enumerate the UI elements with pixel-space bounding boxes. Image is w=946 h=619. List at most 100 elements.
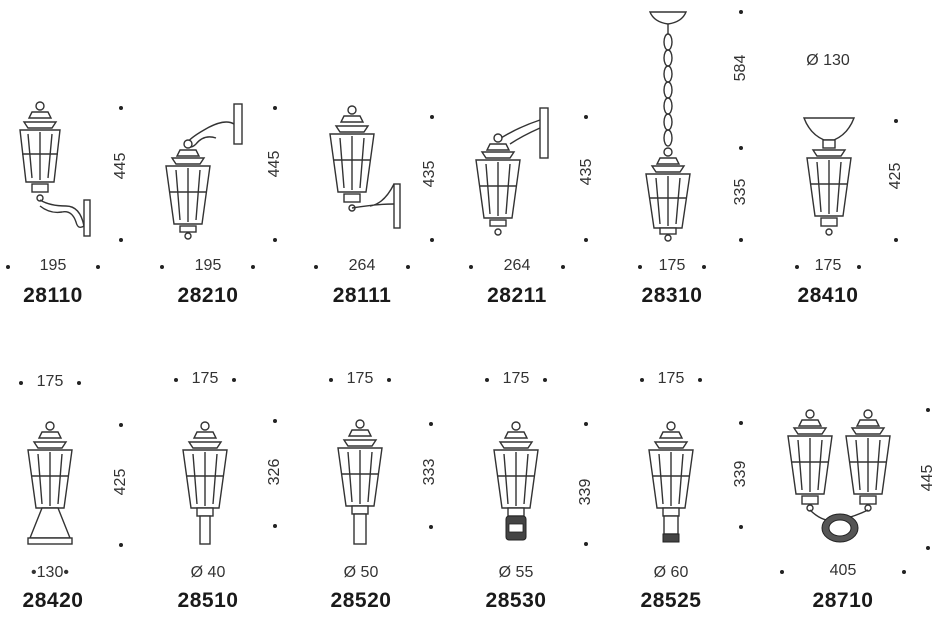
width-dim-28211: 264: [503, 257, 531, 274]
lantern-28420-drawing: [27, 421, 73, 545]
dim-marker: [739, 10, 743, 14]
dim-marker: [429, 422, 433, 426]
base-dim-28530: Ø 55: [498, 564, 534, 581]
dim-marker: [739, 525, 743, 529]
product-code-28510: 28510: [177, 589, 239, 612]
lantern-icon: [182, 421, 228, 517]
lantern-28510-drawing: [182, 421, 228, 545]
lantern-28210-drawing: [165, 103, 243, 240]
lantern-28111-drawing: [329, 105, 401, 229]
height-dim-28710: 445: [919, 464, 936, 492]
dim-marker: [584, 542, 588, 546]
dim-marker: [19, 381, 23, 385]
base-dim-28510: Ø 40: [190, 564, 226, 581]
dim-marker: [857, 265, 861, 269]
dim-marker: [698, 378, 702, 382]
dim-marker: [273, 524, 277, 528]
dim-marker: [739, 146, 743, 150]
dim-marker: [119, 543, 123, 547]
lantern-icon: [648, 421, 694, 517]
dim-marker: [584, 238, 588, 242]
lantern-icon: [337, 419, 383, 515]
product-code-28111: 28111: [332, 284, 392, 307]
lantern-28410-drawing: [802, 117, 856, 236]
dim-marker: [640, 378, 644, 382]
product-code-28525: 28525: [640, 589, 702, 612]
dim-marker: [926, 408, 930, 412]
dim-marker: [430, 115, 434, 119]
dim-marker: [273, 238, 277, 242]
height-dim-28110: 445: [112, 152, 129, 180]
dim-marker: [6, 265, 10, 269]
diameter-dim-28410: Ø 130: [806, 52, 850, 69]
height-dim-28510: 326: [266, 458, 283, 486]
product-code-28211: 28211: [487, 284, 547, 307]
dim-marker: [561, 265, 565, 269]
product-code-28530: 28530: [485, 589, 547, 612]
height-dim-28211: 435: [578, 158, 595, 186]
dim-marker: [273, 419, 277, 423]
lantern-icon: [645, 147, 691, 242]
dim-marker: [77, 381, 81, 385]
dim-marker: [96, 265, 100, 269]
product-code-28520: 28520: [330, 589, 392, 612]
dim-marker: [160, 265, 164, 269]
dim-marker: [739, 238, 743, 242]
lantern-28110-drawing: [19, 101, 91, 237]
height-dim-28210: 445: [266, 150, 283, 178]
width-dim-28710: 405: [829, 562, 857, 579]
lantern-28520-drawing: [337, 419, 383, 545]
lantern-icon: [845, 409, 891, 512]
product-code-28110: 28110: [23, 284, 83, 307]
height-dim-28420: 425: [112, 468, 129, 496]
dim-marker: [273, 106, 277, 110]
base-dim-28525: Ø 60: [653, 564, 689, 581]
product-code-28710: 28710: [812, 589, 874, 612]
dim-marker: [119, 423, 123, 427]
height-dim-28525: 339: [732, 460, 749, 488]
width-dim-28310: 175: [658, 257, 686, 274]
dim-marker: [329, 378, 333, 382]
dim-marker: [232, 378, 236, 382]
height-dim-28310-body: 335: [732, 178, 749, 206]
width-dim-28111: 264: [348, 257, 376, 274]
product-code-28210: 28210: [177, 284, 239, 307]
lantern-icon: [806, 149, 852, 236]
dim-marker: [902, 570, 906, 574]
dim-marker: [638, 265, 642, 269]
lantern-28310-drawing: [645, 11, 691, 242]
lantern-28525-drawing: [648, 421, 694, 543]
height-dim-28310-total: 584: [732, 54, 749, 82]
dim-marker: [119, 238, 123, 242]
width-dim-28525: 175: [657, 370, 685, 387]
height-dim-28520: 333: [421, 458, 438, 486]
dim-marker: [894, 119, 898, 123]
height-dim-28530: 339: [577, 478, 594, 506]
dim-marker: [119, 106, 123, 110]
product-code-28310: 28310: [641, 284, 703, 307]
dim-marker: [406, 265, 410, 269]
dim-marker: [251, 265, 255, 269]
product-code-28410: 28410: [797, 284, 859, 307]
dim-marker: [780, 570, 784, 574]
dim-marker: [430, 238, 434, 242]
lantern-icon: [165, 139, 211, 240]
height-dim-28410: 425: [887, 162, 904, 190]
dim-marker: [174, 378, 178, 382]
width-dim-28520: 175: [346, 370, 374, 387]
width-dim-28210: 195: [194, 257, 222, 274]
dim-marker: [584, 115, 588, 119]
lantern-icon: [329, 105, 375, 212]
dim-marker: [739, 421, 743, 425]
base-dim-28420: •130•: [31, 564, 69, 581]
dim-marker: [469, 265, 473, 269]
width-dim-28410: 175: [814, 257, 842, 274]
width-dim-28530: 175: [502, 370, 530, 387]
dim-marker: [485, 378, 489, 382]
lantern-28710-drawing: [787, 409, 891, 543]
width-dim-28110: 195: [39, 257, 67, 274]
base-dim-28520: Ø 50: [343, 564, 379, 581]
dim-marker: [702, 265, 706, 269]
dim-marker: [926, 546, 930, 550]
